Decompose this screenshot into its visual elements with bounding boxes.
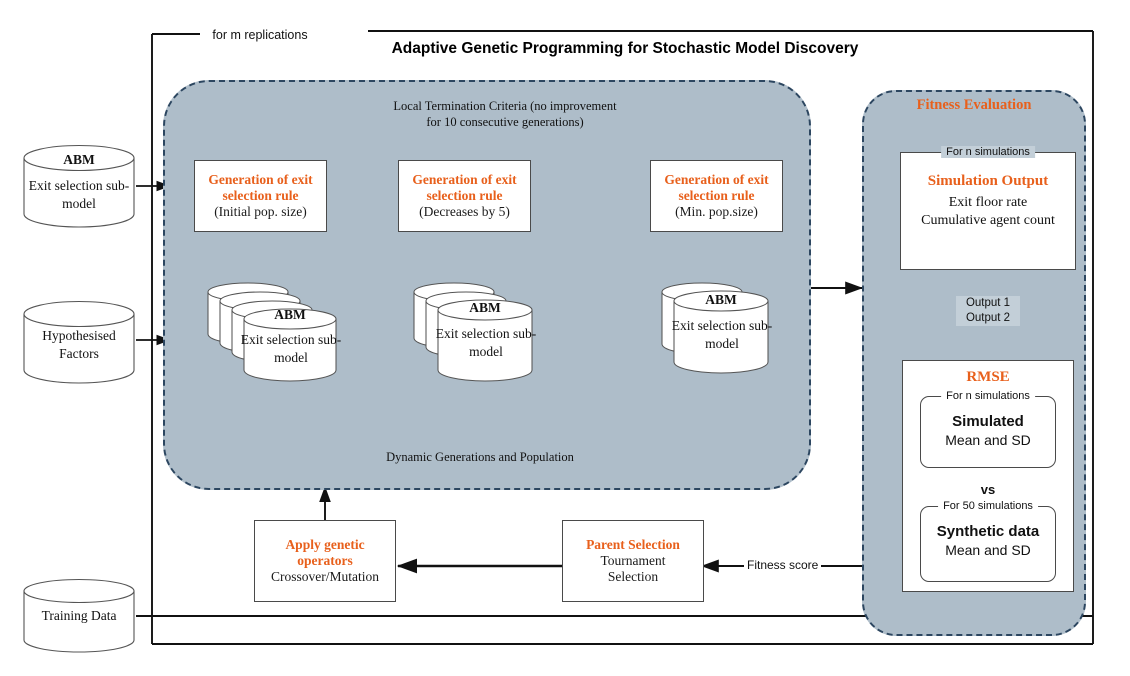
output-label-1: Output 1 [965,297,1011,309]
parent-selection-sub-line2: Selection [607,568,659,584]
apply-operators-title-line1: Apply genetic [285,537,365,553]
generation-box-title-line2: selection rule [222,188,299,204]
abm-stack-line1: Exit selection sub- [671,318,773,333]
output-labels: Output 1 Output 2 [956,296,1020,326]
vs-label: vs [980,482,996,497]
local-termination-label-line2: for 10 consecutive generations) [426,115,584,129]
abm-stack-3: ABM Exit selection sub- model [660,282,800,382]
input-cylinder-training-data: Training Data [22,578,136,654]
parent-selection-box[interactable]: Parent Selection Tournament Selection [562,520,704,602]
cylinder-line2: model [62,196,96,211]
generation-box-sub: (Decreases by 5) [419,203,510,219]
abm-stack-line2: model [469,344,503,359]
local-termination-label-line1: Local Termination Criteria (no improveme… [393,99,617,113]
simulation-output-line2: Cumulative agent count [921,212,1055,228]
input-cylinder-abm: ABM Exit selection sub- model [22,144,136,228]
synthetic-sub: Mean and SD [945,542,1031,558]
fitness-score-label: Fitness score [744,558,822,572]
cylinder-line1: Exit selection sub- [28,178,130,193]
cylinder-line1: Training Data [41,608,117,623]
apply-operators-title-line2: operators [297,553,353,569]
generation-box-1[interactable]: Generation of exit selection rule (Initi… [194,160,327,232]
simulated-sub: Mean and SD [945,432,1031,448]
synthetic-legend: For 50 simulations [938,500,1038,512]
simulated-box: Simulated Mean and SD [920,396,1056,468]
simulation-output-line1: Exit floor rate [948,195,1028,210]
page-title: Adaptive Genetic Programming for Stochas… [391,40,859,57]
generation-box-title-line1: Generation of exit [208,172,313,188]
abm-stack-caption: ABM [705,292,737,307]
generation-box-title-line2: selection rule [678,188,755,204]
synthetic-title: Synthetic data [936,523,1040,540]
fitness-panel-title: Fitness Evaluation [916,97,1032,113]
abm-stack-line1: Exit selection sub- [435,326,537,341]
parent-selection-title: Parent Selection [586,537,680,553]
abm-stack-line2: model [274,350,308,365]
generation-box-title-line1: Generation of exit [664,172,769,188]
apply-operators-sub: Crossover/Mutation [271,568,379,584]
abm-stack-caption: ABM [469,300,501,315]
outer-frame [151,30,1094,645]
abm-stack-line1: Exit selection sub- [240,332,342,347]
generation-box-2[interactable]: Generation of exit selection rule (Decre… [398,160,531,232]
simulation-output-box: Simulation Output Exit floor rate Cumula… [900,152,1076,270]
cylinder-line2: Factors [59,346,99,361]
rmse-title: RMSE [966,369,1010,385]
generation-box-sub: (Initial pop. size) [214,203,307,219]
synthetic-data-box: Synthetic data Mean and SD [920,506,1056,582]
output-label-2: Output 2 [965,311,1011,324]
input-cylinder-hypothesised: Hypothesised Factors [22,300,136,384]
generation-box-title-line2: selection rule [426,188,503,204]
cylinder-line1: Hypothesised [42,328,116,343]
abm-stack-2: ABM Exit selection sub- model [412,282,552,382]
generation-box-title-line1: Generation of exit [412,172,517,188]
apply-genetic-operators-box[interactable]: Apply genetic operators Crossover/Mutati… [254,520,396,602]
dynamic-generations-label: Dynamic Generations and Population [386,450,574,464]
abm-stack-caption: ABM [274,307,306,322]
cylinder-caption: ABM [63,152,95,167]
abm-stack-line2: model [705,336,739,351]
generation-box-3[interactable]: Generation of exit selection rule (Min. … [650,160,783,232]
simulation-output-title: Simulation Output [927,173,1049,189]
simulation-output-legend: For n simulations [941,146,1035,158]
generation-box-sub: (Min. pop.size) [675,203,758,219]
simulated-title: Simulated [952,413,1024,430]
parent-selection-sub-line1: Tournament [600,553,666,569]
simulated-legend: For n simulations [941,390,1035,402]
replications-label: for m replications [212,28,308,42]
abm-stack-1: ABM Exit selection sub- model [206,282,346,382]
